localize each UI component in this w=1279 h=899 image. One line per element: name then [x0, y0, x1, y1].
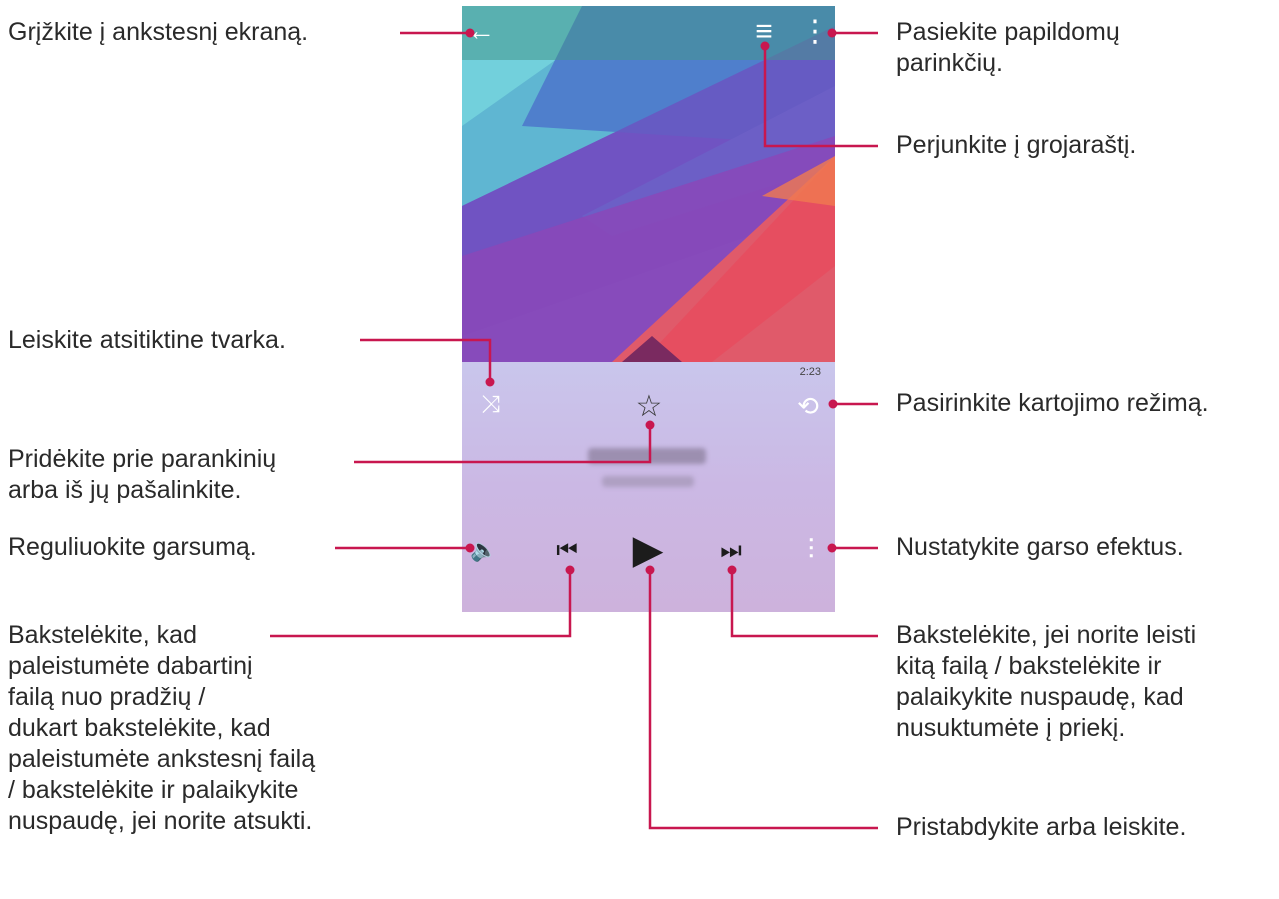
- previous-button[interactable]: ⏮: [556, 537, 578, 564]
- favorite-icon[interactable]: ☆: [635, 390, 663, 423]
- song-title-blurred: [588, 448, 706, 464]
- time-total: 2:23: [799, 366, 821, 378]
- label-play-pause: Pristabdykite arba leiskite.: [896, 813, 1187, 841]
- shuffle-icon[interactable]: ⤨: [481, 391, 501, 418]
- label-volume: Reguliuokite garsumą.: [8, 533, 257, 561]
- top-bar: [462, 6, 835, 60]
- label-playlist: Perjunkite į grojaraštį.: [896, 131, 1137, 159]
- label-repeat: Pasirinkite kartojimo režimą.: [896, 389, 1209, 417]
- playlist-icon[interactable]: ≡: [755, 15, 773, 48]
- label-sound-effects: Nustatykite garso efektus.: [896, 533, 1184, 561]
- artist-blurred: [602, 476, 694, 487]
- label-favorite: Pridėkite prie parankinių arba iš jų paš…: [8, 445, 277, 504]
- label-more-options: Pasiekite papildomų parinkčių.: [896, 18, 1120, 77]
- sound-effects-icon[interactable]: ⫶: [807, 534, 815, 565]
- repeat-icon[interactable]: ⟲: [797, 391, 819, 421]
- label-previous: Bakstelėkite, kad paleistumėte dabartinį…: [8, 621, 316, 835]
- more-options-icon[interactable]: ⋮: [800, 15, 830, 48]
- next-button[interactable]: ⏭: [720, 537, 742, 564]
- volume-icon[interactable]: 🔈: [470, 537, 498, 562]
- label-back: Grįžkite į ankstesnį ekraną.: [8, 18, 309, 46]
- label-shuffle: Leiskite atsitiktine tvarka.: [8, 326, 286, 354]
- back-icon[interactable]: ←: [467, 15, 495, 46]
- phone-screen: ← ≡ ⋮ LG 2:23 ⤨ ☆ ⟲ 🔈 ⏮ ▶ ⏭ ⫶: [462, 6, 835, 612]
- label-next: Bakstelėkite, jei norite leisti kitą fai…: [896, 621, 1197, 742]
- play-button[interactable]: ▶: [632, 528, 664, 572]
- player-controls: 2:23 ⤨ ☆ ⟲ 🔈 ⏮ ▶ ⏭ ⫶: [462, 362, 835, 612]
